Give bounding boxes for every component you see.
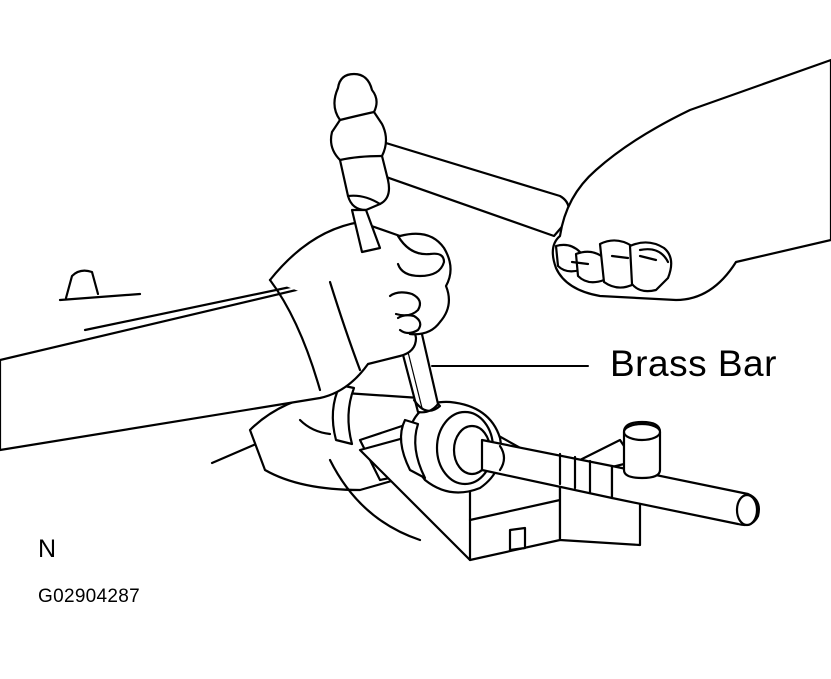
view-marker: N — [38, 535, 57, 563]
hammer-icon — [329, 72, 571, 254]
hand-icon — [551, 58, 831, 302]
tie-rod-shaft — [480, 438, 760, 527]
figure-id: G02904287 — [38, 586, 141, 607]
ball-joint — [399, 400, 503, 494]
vise-cap — [622, 420, 662, 480]
brass-bar-label: Brass Bar — [610, 343, 777, 384]
hand-icon — [0, 220, 452, 452]
